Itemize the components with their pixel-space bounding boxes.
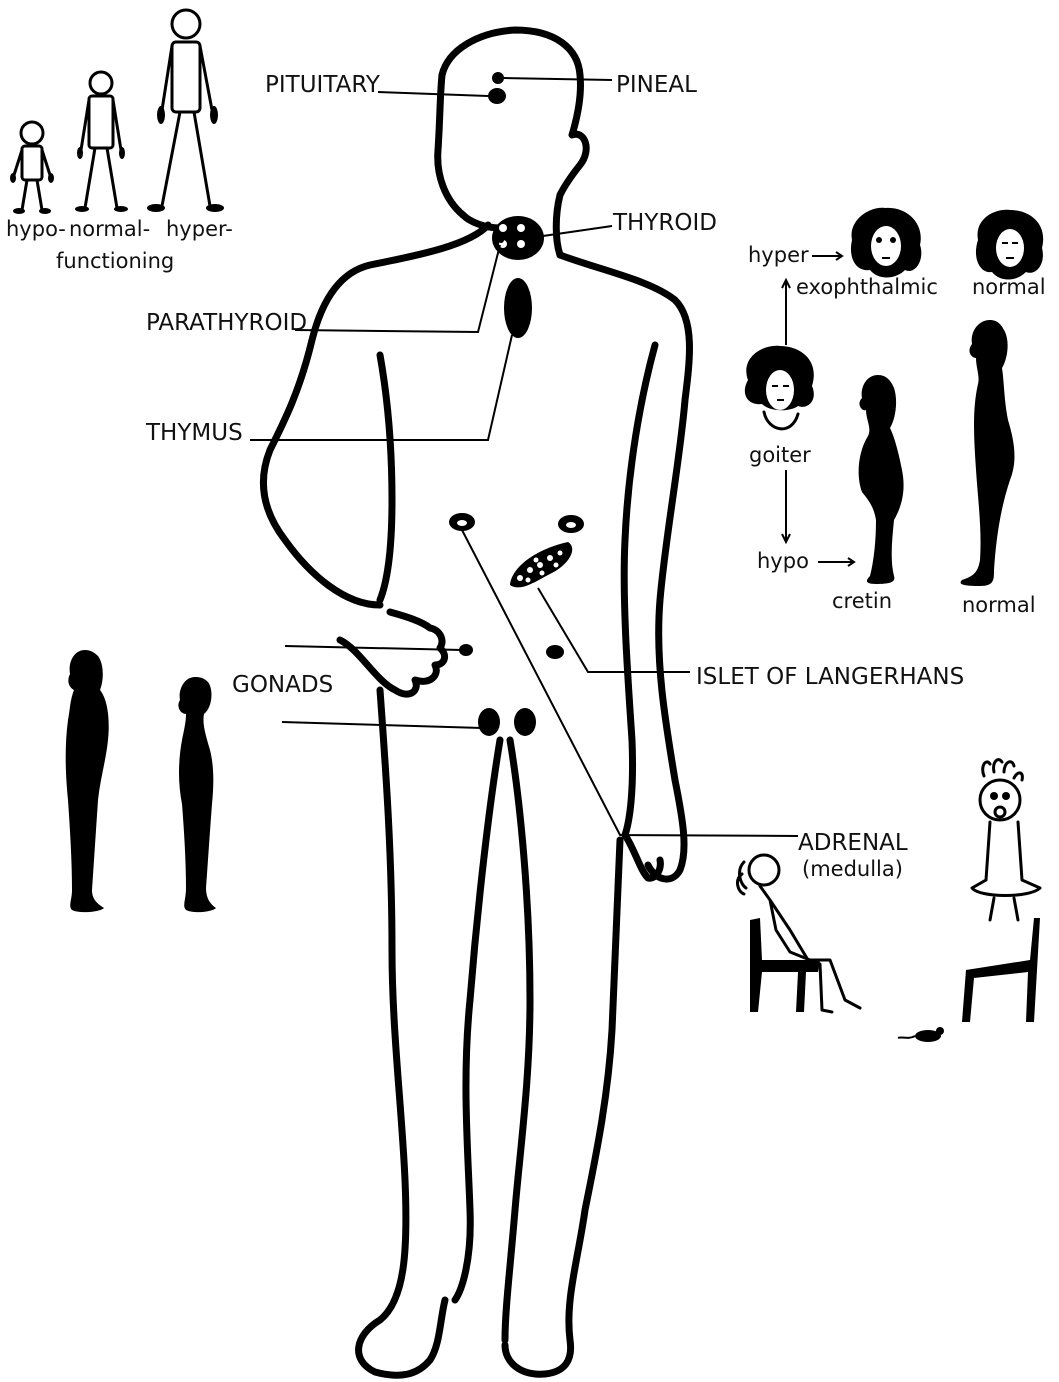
label-normal-functioning: normal- — [69, 217, 150, 241]
gonads-glands — [478, 708, 536, 736]
pineal-gland — [492, 72, 504, 84]
pancreas-islets — [510, 542, 572, 587]
adrenal-right — [558, 515, 584, 533]
stick-figure-hyper — [147, 10, 224, 212]
silhouette-male — [66, 650, 109, 912]
adrenal-left — [449, 513, 475, 531]
label-thymus: THYMUS — [145, 420, 243, 446]
parathyroid-gland — [498, 237, 504, 243]
label-normal-face: normal — [972, 275, 1046, 299]
silhouette-cretin — [859, 375, 904, 584]
arrow-goiter-up — [782, 280, 790, 345]
label-parathyroid: PARATHYROID — [146, 310, 307, 336]
islet-dot — [546, 645, 564, 659]
silhouette-normal-body — [961, 320, 1015, 586]
startled-person-on-chair — [962, 760, 1040, 1022]
arrow-hypo — [818, 558, 854, 566]
label-goiter: goiter — [749, 443, 811, 467]
thymus-gland — [504, 278, 532, 338]
label-thyroid: THYROID — [612, 210, 717, 236]
label-pituitary: PITUITARY — [265, 72, 381, 98]
label-hypo-functioning: hypo- — [6, 217, 66, 241]
arrow-goiter-down — [782, 470, 790, 542]
label-cretin: cretin — [832, 589, 892, 613]
silhouette-female — [178, 677, 216, 912]
label-thyroid-hyper: hyper — [748, 243, 809, 267]
face-exophthalmic — [851, 208, 921, 278]
label-functioning: functioning — [56, 249, 174, 273]
face-normal — [976, 210, 1043, 280]
face-goiter — [745, 346, 814, 429]
pituitary-gland — [488, 88, 506, 104]
label-exophthalmic: exophthalmic — [796, 275, 938, 299]
label-pineal: PINEAL — [616, 72, 697, 98]
label-thyroid-hypo: hypo — [757, 549, 809, 573]
label-hyper-functioning: hyper- — [166, 217, 233, 241]
label-adrenal: ADRENAL — [798, 830, 908, 856]
label-adrenal-sub: (medulla) — [802, 857, 903, 881]
arrow-hyper — [812, 252, 842, 260]
label-islet: ISLET OF LANGERHANS — [696, 664, 964, 690]
stick-figure-hypo — [10, 122, 54, 214]
stick-figure-normal — [75, 72, 128, 212]
mouse — [898, 1027, 944, 1042]
label-gonads: GONADS — [232, 672, 333, 698]
label-normal-body: normal — [962, 593, 1036, 617]
